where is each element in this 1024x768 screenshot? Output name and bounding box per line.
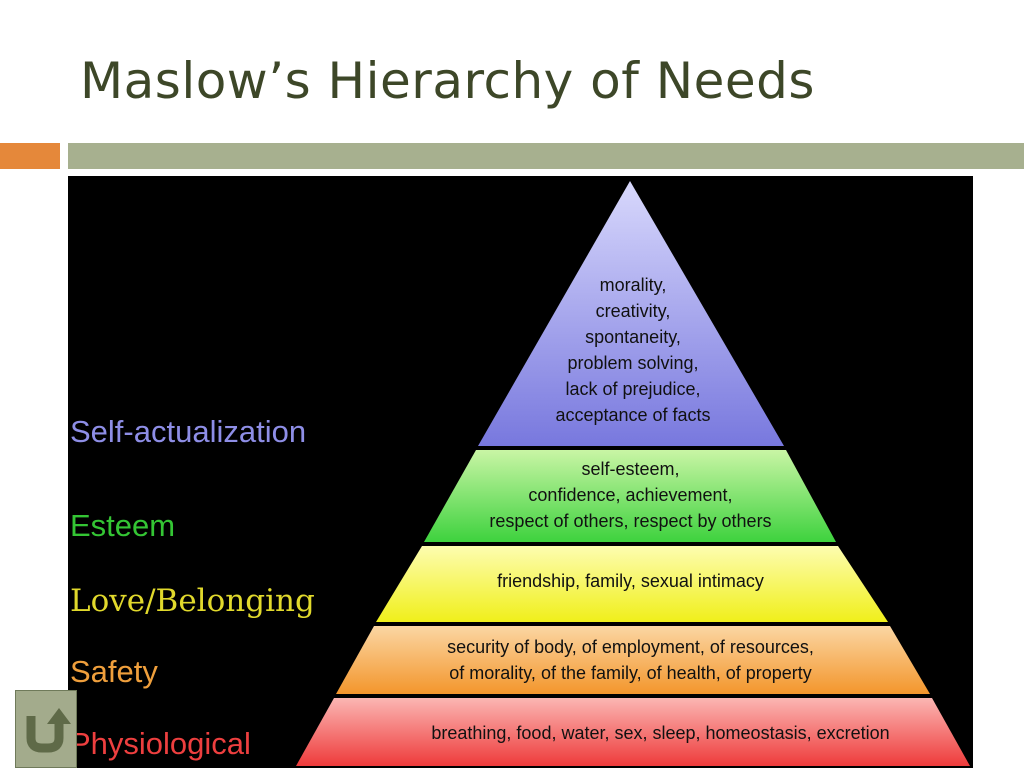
level-label-safety: Safety (70, 654, 158, 689)
u-turn-arrow-icon (26, 708, 71, 753)
tier-love-belonging (376, 546, 888, 622)
tier-self-actualization (478, 181, 784, 446)
slide-title: Maslow’s Hierarchy of Needs (80, 52, 815, 110)
tier-physiological (296, 698, 970, 766)
tier-safety (336, 626, 930, 694)
level-label-esteem: Esteem (70, 508, 176, 543)
level-label-love-belonging: Love/Belonging (70, 583, 315, 619)
pyramid-graphic (296, 181, 970, 766)
tier-text-self-actualization: morality, creativity, spontaneity, probl… (555, 275, 711, 425)
tier-text-physiological: breathing, food, water, sex, sleep, home… (431, 723, 890, 743)
hierarchy-diagram: Self-actualization Esteem Love/Belonging… (68, 176, 973, 768)
tier-text-safety: security of body, of employment, of reso… (447, 637, 814, 683)
tier-esteem (424, 450, 836, 542)
tier-text-love-belonging: friendship, family, sexual intimacy (497, 571, 764, 591)
accent-bar-green (68, 143, 1024, 169)
return-button[interactable] (15, 690, 77, 768)
level-label-physiological: Physiological (70, 726, 251, 761)
level-label-self-actualization: Self-actualization (70, 414, 307, 449)
accent-bar-orange (0, 143, 60, 169)
tier-text-esteem: self-esteem, confidence, achievement, re… (489, 459, 772, 531)
